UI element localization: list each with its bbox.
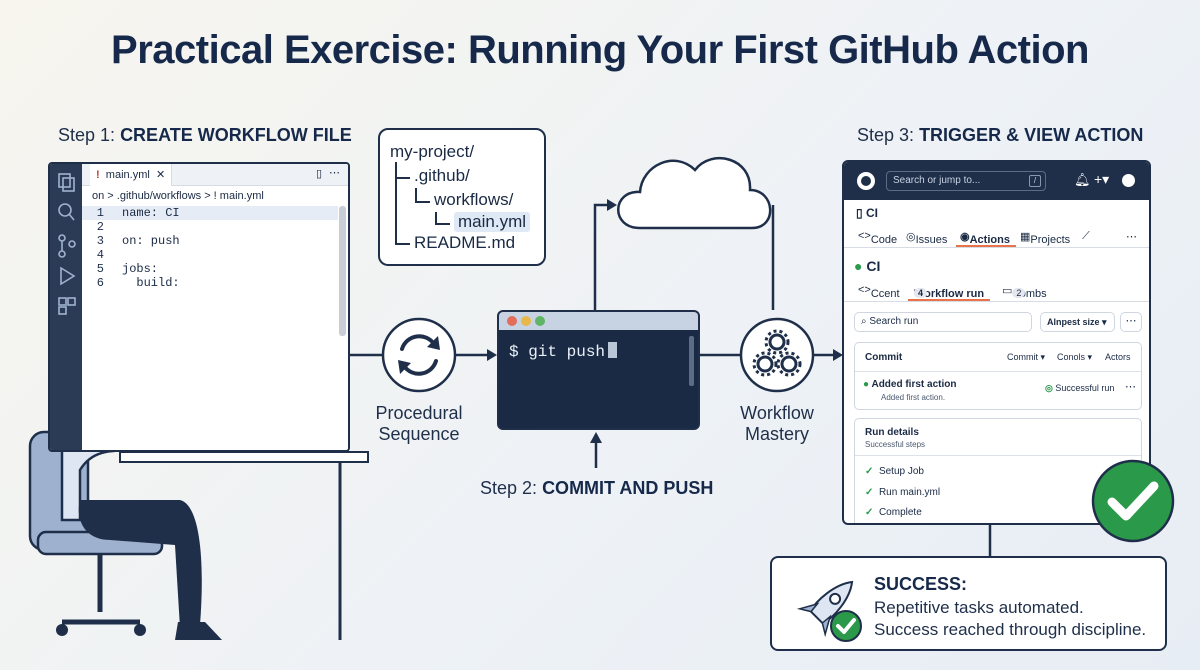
more-icon[interactable]: ⋯	[1126, 231, 1137, 243]
tab-code[interactable]: <> Code	[858, 230, 898, 246]
tree-lines	[395, 162, 450, 245]
tree-readme: README.md	[414, 233, 516, 252]
editor-tab-bar: ! main.yml ✕ ▯ ⋯	[82, 164, 348, 186]
workflow-subtabs: <> Ccent Workflow run 4 ▭ Sombs 2	[844, 280, 1149, 302]
tab-projects[interactable]: ▦ Projects	[1020, 231, 1071, 246]
commit-subtitle: Added first action.	[881, 393, 946, 402]
github-logo-icon[interactable]	[856, 171, 876, 191]
check-icon: ✓	[865, 507, 874, 518]
success-line1: Repetitive tasks automated.	[874, 598, 1084, 617]
run-details-title: Run details	[865, 427, 919, 438]
step-row[interactable]: ✓ Setup Job	[865, 466, 924, 477]
more-options-button[interactable]: ⋯	[1120, 312, 1142, 332]
minimize-dot-icon[interactable]	[521, 316, 531, 326]
activity-bar	[50, 164, 82, 450]
step1-label: Step 1: CREATE WORKFLOW FILE	[58, 125, 352, 145]
active-tab-underline	[956, 245, 1016, 247]
tab-actions[interactable]: ◉ Actions	[960, 231, 1010, 246]
run-details-subtitle: Successful steps	[865, 440, 926, 449]
step2-label: Step 2: COMMIT AND PUSH	[480, 478, 714, 498]
divider	[855, 455, 1141, 456]
repo-nav: <> Code ◎ Issues ◉ Actions ▦ Projects ⟋ …	[844, 226, 1149, 248]
commit-panel: Commit Commit ▾ Conols ▾ Actors ● Added …	[854, 342, 1142, 410]
success-heading: SUCCESS:	[874, 574, 968, 594]
step-row[interactable]: ✓ Complete	[865, 507, 922, 518]
subtab-ccent[interactable]: <> Ccent	[858, 284, 900, 300]
commit-filter[interactable]: Commit ▾	[1007, 352, 1046, 362]
more-icon[interactable]: ⋯	[329, 167, 340, 179]
editor-scrollbar[interactable]	[339, 206, 346, 336]
commit-header: Commit	[865, 352, 903, 363]
check-circle-icon: ◎	[1045, 383, 1053, 393]
rocket-icon	[796, 580, 862, 642]
page-title: Practical Exercise: Running Your First G…	[111, 28, 1089, 72]
conols-filter[interactable]: Conols ▾	[1057, 352, 1093, 362]
workflow-status-title: ● CI	[854, 258, 881, 274]
close-dot-icon[interactable]	[507, 316, 517, 326]
plus-icon[interactable]: +▾	[1094, 171, 1110, 187]
check-icon: ✓	[865, 487, 874, 498]
github-header: Search or jump to.../ 🔔︎ +▾	[844, 162, 1149, 200]
code-line: 6 build:	[96, 276, 180, 290]
step-row[interactable]: ✓ Run main.yml	[865, 487, 941, 498]
tree-github: .github/	[414, 166, 470, 185]
tree-workflows: workflows/	[434, 190, 514, 209]
success-check-icon: ●	[854, 258, 863, 274]
check-icon: ✓	[865, 466, 874, 477]
terminal-window: $ git push	[497, 310, 700, 430]
success-check-badge-icon	[1091, 459, 1175, 543]
search-run-input[interactable]: ⌕ Search run	[854, 312, 1032, 332]
activity-icons	[58, 173, 76, 315]
sort-dropdown[interactable]: Alnpest size ▾	[1040, 312, 1115, 332]
actors-filter[interactable]: Actors	[1105, 352, 1131, 362]
bell-icon[interactable]: 🔔︎	[1074, 172, 1091, 187]
step3-label: Step 3: TRIGGER & VIEW ACTION	[857, 125, 1144, 145]
terminal-cursor	[608, 342, 618, 358]
commit-status: ◎ Successful run	[1045, 383, 1115, 393]
close-icon[interactable]: ✕	[155, 169, 166, 181]
tree-file-main-yml[interactable]: main.yml	[454, 212, 531, 232]
code-line: 4	[96, 248, 104, 262]
terminal-command[interactable]: $ git push	[509, 342, 618, 361]
tab-issues[interactable]: ◎ Issues	[906, 231, 948, 246]
github-window: Search or jump to.../ 🔔︎ +▾ ▯ CI <> Code…	[842, 160, 1151, 525]
subtab-sombs[interactable]: ▭ Sombs 2	[1002, 285, 1047, 300]
breadcrumb: on > .github/workflows > ! main.yml	[92, 190, 264, 202]
repo-name[interactable]: ▯ CI	[856, 206, 878, 220]
more-icon[interactable]: ⋯	[1125, 381, 1136, 393]
success-callout: SUCCESS: Repetitive tasks automated. Suc…	[770, 556, 1167, 651]
maximize-dot-icon[interactable]	[535, 316, 545, 326]
file-tree: my-project/ .github/ workflows/ main.yml…	[378, 128, 546, 266]
success-check-icon: ●	[863, 379, 870, 390]
code-editor: ! main.yml ✕ ▯ ⋯ on > .github/workflows …	[48, 162, 350, 452]
insights-icon[interactable]: ⟋	[1082, 230, 1090, 242]
divider	[855, 371, 1141, 372]
active-subtab-underline	[908, 299, 990, 301]
success-line2: Success reached through discipline.	[874, 620, 1147, 639]
tree-root: my-project/	[390, 142, 475, 161]
terminal-titlebar	[499, 312, 698, 330]
tab-main-yml[interactable]: ! main.yml ✕	[90, 164, 173, 186]
commit-row[interactable]: ● Added first action	[863, 379, 957, 390]
avatar[interactable]	[1122, 174, 1135, 187]
terminal-scrollbar[interactable]	[689, 336, 694, 386]
split-editor-icon[interactable]: ▯	[315, 168, 322, 180]
github-search-input[interactable]: Search or jump to.../	[886, 171, 1046, 191]
code-line: 2	[96, 220, 104, 234]
